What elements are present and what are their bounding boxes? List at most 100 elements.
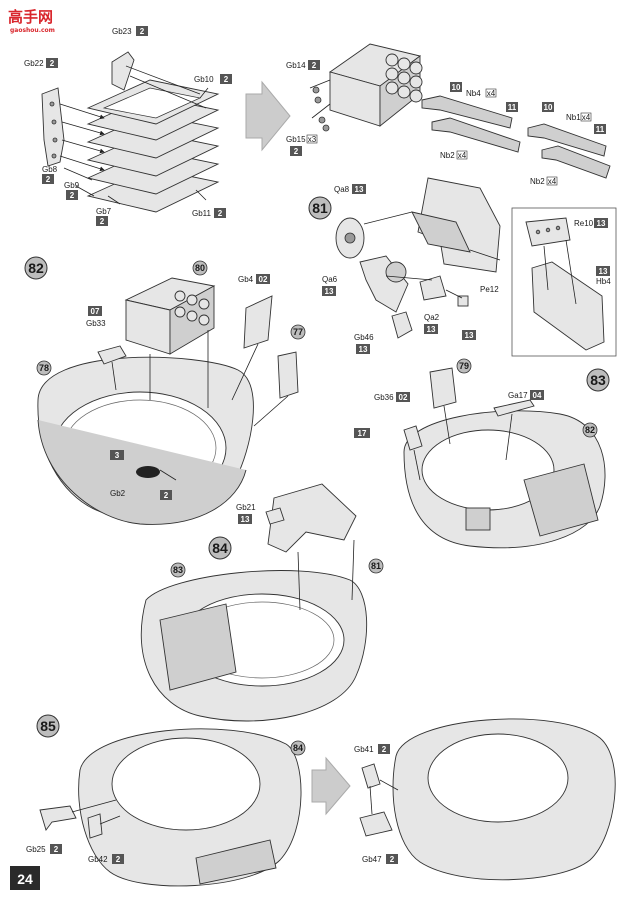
gb21-part	[265, 507, 285, 525]
svg-text:Gb7: Gb7	[96, 207, 112, 216]
watermark-site: gaoshou.com	[10, 27, 55, 34]
label-ga17: Ga17 04	[508, 390, 544, 400]
svg-text:10: 10	[544, 103, 553, 112]
svg-text:Gb4: Gb4	[238, 275, 254, 284]
svg-text:Gb8: Gb8	[42, 165, 58, 174]
step-82-assembly	[37, 277, 299, 525]
step-80-result	[309, 43, 611, 179]
gb33-part	[97, 345, 127, 365]
label-qa8: Qa8 13	[334, 184, 366, 194]
svg-text:Qa6: Qa6	[322, 275, 338, 284]
svg-text:02: 02	[399, 393, 408, 402]
svg-text:79: 79	[459, 361, 469, 371]
ga17-part	[493, 399, 535, 417]
step-81-assembly	[335, 177, 501, 339]
label-gb8: Gb8 2	[42, 165, 58, 184]
svg-text:81: 81	[371, 561, 381, 571]
ref-84: 84	[290, 740, 306, 756]
svg-text:Gb15: Gb15	[286, 135, 306, 144]
label-hb4: 13 Hb4	[596, 266, 611, 286]
watermark-glyphs: 高手网	[8, 8, 53, 26]
svg-text:11: 11	[596, 125, 605, 134]
step-81-inset	[511, 207, 617, 357]
svg-text:02: 02	[259, 275, 268, 284]
step-arrow-85	[311, 756, 351, 816]
ref-77: 77	[290, 324, 306, 340]
svg-text:Nb4: Nb4	[466, 89, 481, 98]
pe12-part	[457, 295, 469, 307]
svg-text:2: 2	[70, 191, 75, 200]
ref-79: 79	[456, 358, 472, 374]
svg-text:Gb42: Gb42	[88, 855, 108, 864]
label-gb21: Gb21 13	[236, 503, 256, 524]
svg-text:82: 82	[28, 260, 44, 276]
shell-nb2b	[541, 145, 611, 179]
hb4-inset	[531, 261, 605, 351]
svg-text:13: 13	[359, 345, 368, 354]
svg-text:13: 13	[597, 219, 606, 228]
svg-text:2: 2	[46, 175, 51, 184]
svg-text:x3: x3	[308, 135, 317, 144]
label-gb33: 07 Gb33	[86, 306, 106, 328]
ref-82: 82	[582, 422, 598, 438]
label-gb4: Gb4 02	[238, 274, 270, 284]
svg-text:Gb2: Gb2	[110, 489, 126, 498]
svg-text:x4: x4	[582, 113, 591, 122]
svg-text:Gb33: Gb33	[86, 319, 106, 328]
svg-text:2: 2	[218, 209, 223, 218]
svg-text:Gb22: Gb22	[24, 59, 44, 68]
part-79	[429, 367, 457, 409]
label-nb2a: Nb2 x4	[440, 150, 468, 160]
svg-text:Gb9: Gb9	[64, 181, 80, 190]
svg-text:13: 13	[325, 287, 334, 296]
label-gb9: Gb9 2	[64, 181, 80, 200]
ref-81: 81	[368, 558, 384, 574]
svg-text:Nb1: Nb1	[566, 113, 581, 122]
ref-80: 80	[192, 260, 208, 276]
svg-text:Hb4: Hb4	[596, 277, 611, 286]
svg-text:17: 17	[358, 429, 367, 438]
svg-text:Qa8: Qa8	[334, 185, 350, 194]
svg-text:x4: x4	[487, 89, 496, 98]
gb41-part	[361, 763, 381, 789]
svg-text:Gb36: Gb36	[374, 393, 394, 402]
svg-text:84: 84	[212, 540, 228, 556]
svg-text:80: 80	[195, 263, 205, 273]
svg-text:24: 24	[17, 871, 33, 887]
svg-text:2: 2	[294, 147, 299, 156]
step-marker-83: 83	[586, 368, 610, 392]
gb47-part	[359, 811, 393, 837]
svg-text:Qa2: Qa2	[424, 313, 440, 322]
svg-text:Ga17: Ga17	[508, 391, 528, 400]
step-83-assembly	[403, 367, 606, 549]
step-arrow-80	[245, 80, 291, 152]
step-marker-81: 81	[308, 196, 332, 220]
svg-text:78: 78	[39, 363, 49, 373]
label-gb46: Gb46 13	[354, 333, 374, 354]
label-gb15: Gb15 x3 2	[286, 134, 318, 156]
step-marker-85: 85	[36, 714, 60, 738]
svg-text:Pe12: Pe12	[480, 285, 499, 294]
svg-text:Gb41: Gb41	[354, 745, 374, 754]
label-nb4: 10 Nb4 x4 11	[450, 82, 518, 112]
label-gb41: Gb41 2	[354, 744, 390, 754]
svg-text:Nb2: Nb2	[530, 177, 545, 186]
rack-frames	[86, 79, 220, 213]
svg-text:Gb47: Gb47	[362, 855, 382, 864]
label-nb1: 10 Nb1 x4 11	[542, 102, 606, 134]
svg-text:Gb25: Gb25	[26, 845, 46, 854]
svg-text:2: 2	[312, 61, 317, 70]
gb36-part	[403, 425, 423, 451]
ref-78: 78	[36, 360, 52, 376]
svg-text:10: 10	[452, 83, 461, 92]
svg-text:Gb21: Gb21	[236, 503, 256, 512]
svg-text:83: 83	[173, 565, 183, 575]
hb4-seat	[417, 177, 501, 273]
svg-text:Gb10: Gb10	[194, 75, 214, 84]
svg-text:Gb11: Gb11	[192, 209, 212, 218]
label-gb14: Gb14 2	[286, 60, 320, 70]
svg-text:2: 2	[164, 491, 169, 500]
label-qa6: Qa6 13	[322, 275, 338, 296]
step-80-rack-assembly	[41, 51, 220, 213]
svg-text:13: 13	[241, 515, 250, 524]
